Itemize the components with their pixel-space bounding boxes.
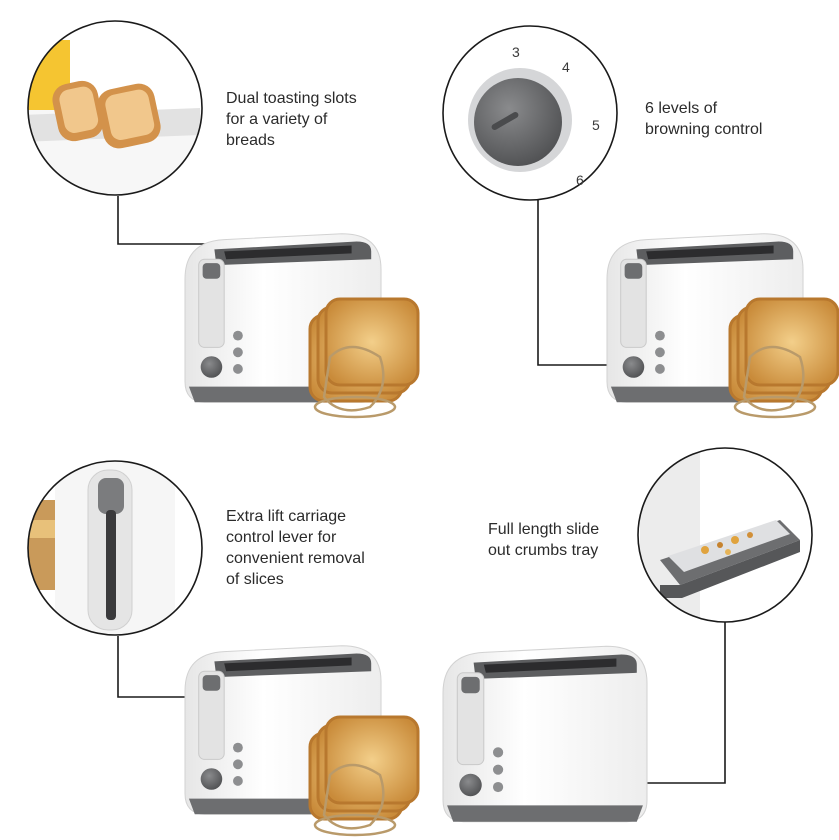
feature-crumb-tray: Full length slide out crumbs tray (488, 519, 599, 561)
dial-number-5: 5 (592, 117, 600, 133)
toast-rack-1 (308, 297, 420, 419)
toaster-4 (442, 645, 648, 823)
detail-circle-lever (27, 460, 203, 636)
feature-line: Dual toasting slots (226, 90, 357, 107)
feature-line: control lever for (226, 529, 337, 546)
dial-number-6: 6 (576, 172, 584, 188)
feature-line: 6 levels of (645, 100, 718, 117)
dial-number-4: 4 (562, 59, 570, 75)
feature-line: convenient removal (226, 550, 365, 567)
feature-line: out crumbs tray (488, 542, 599, 559)
toast-rack-2 (728, 297, 839, 419)
feature-line: Full length slide (488, 521, 600, 538)
feature-line: browning control (645, 121, 763, 138)
dial-number-3: 3 (512, 44, 520, 60)
feature-line: breads (226, 132, 275, 149)
feature-lift-lever: Extra lift carriage control lever for co… (226, 506, 365, 590)
detail-circle-dial (442, 25, 618, 201)
detail-circle-tray (637, 447, 813, 623)
feature-line: Extra lift carriage (226, 508, 347, 525)
feature-line: of slices (226, 571, 284, 588)
feature-line: for a variety of (226, 111, 328, 128)
toast-rack-3 (308, 715, 420, 837)
detail-circle-slots (27, 20, 203, 196)
feature-dual-slots: Dual toasting slots for a variety of bre… (226, 88, 357, 151)
feature-browning: 6 levels of browning control (645, 98, 762, 140)
